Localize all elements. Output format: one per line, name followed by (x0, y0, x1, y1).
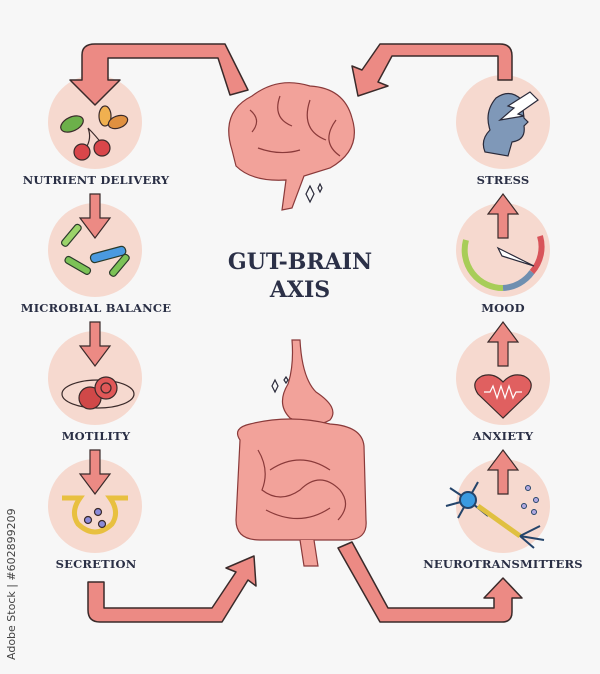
label-anxiety: ANXIETY (472, 429, 534, 443)
arrow-stress-to-brain (351, 43, 513, 97)
label-nutrient-delivery: NUTRIENT DELIVERY (22, 173, 170, 187)
left-circles (48, 75, 142, 553)
label-neurotransmitters: NEUROTRANSMITTERS (423, 557, 583, 571)
title-line2: AXIS (269, 277, 331, 303)
arrow-up-3 (486, 449, 520, 495)
food-bolus-icon (61, 376, 135, 410)
arrow-gut-to-neuro (337, 541, 523, 623)
label-stress: STRESS (476, 173, 530, 187)
label-motility: MOTILITY (61, 429, 131, 443)
arrow-up-1 (486, 193, 520, 239)
arrow-down-3 (78, 449, 112, 495)
watermark: Adobe Stock | #602899209 (5, 508, 18, 660)
digestive-system-icon (235, 339, 367, 567)
neuron-icon (445, 481, 545, 549)
bacteria-icon (60, 223, 130, 277)
arrow-up-2 (486, 321, 520, 367)
title-line1: GUT-BRAIN (227, 249, 373, 275)
arrow-brain-to-nutrient (69, 43, 249, 106)
head-lightning-icon (482, 91, 539, 157)
secretion-gland-icon (62, 495, 128, 535)
arrow-down-1 (78, 193, 112, 239)
label-microbial-balance: MICROBIAL BALANCE (20, 301, 172, 315)
page-title: GUT-BRAIN AXIS (228, 248, 372, 304)
cherries-leaves-icon (60, 105, 129, 161)
mood-gauge-icon (461, 235, 545, 292)
heart-pulse-icon (474, 374, 532, 419)
arrow-secretion-to-gut (87, 555, 257, 623)
label-secretion: SECRETION (55, 557, 137, 571)
brain-icon (228, 82, 355, 211)
arrow-down-2 (78, 321, 112, 367)
label-mood: MOOD (481, 301, 525, 315)
